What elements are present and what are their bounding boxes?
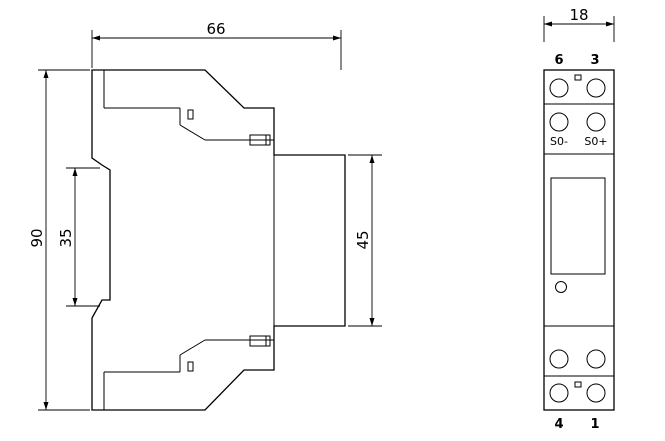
terminal-upper-left-screw bbox=[549, 349, 569, 369]
s0-plus-label: S0+ bbox=[584, 135, 607, 148]
terminal-s0-minus-screw bbox=[549, 112, 569, 132]
front-width-label: 18 bbox=[569, 6, 588, 24]
bottom-latch-slot bbox=[249, 335, 271, 347]
terminal-3-label: 3 bbox=[590, 53, 599, 68]
dimension-side-height: 90 bbox=[28, 69, 90, 411]
side-view-outline bbox=[91, 69, 346, 411]
dimension-front-depth: 45 bbox=[348, 154, 382, 327]
dimension-rail-width: 35 bbox=[57, 167, 100, 307]
front-view-outline bbox=[543, 69, 615, 411]
s0-minus-label: S0- bbox=[550, 135, 568, 148]
dimension-side-width: 66 bbox=[91, 20, 342, 70]
terminal-6-screw bbox=[549, 78, 569, 98]
terminal-4-label: 4 bbox=[554, 417, 563, 432]
terminal-3-screw bbox=[586, 78, 606, 98]
terminal-1-label: 1 bbox=[590, 417, 599, 432]
terminal-6-label: 6 bbox=[554, 53, 563, 68]
front-view: 6 3 S0- S0+ 4 1 18 bbox=[543, 6, 615, 432]
dimension-front-width: 18 bbox=[543, 6, 615, 42]
side-view: 66 90 35 45 bbox=[28, 20, 382, 411]
top-latch-slot bbox=[249, 134, 271, 146]
side-height-label: 90 bbox=[28, 228, 46, 247]
terminal-s0-plus-screw bbox=[586, 112, 606, 132]
rail-width-label: 35 bbox=[57, 228, 75, 247]
display-window bbox=[550, 177, 606, 275]
terminal-4-screw bbox=[549, 383, 569, 403]
led-indicator bbox=[555, 281, 567, 293]
terminal-upper-right-screw bbox=[586, 349, 606, 369]
terminal-1-screw bbox=[586, 383, 606, 403]
side-width-label: 66 bbox=[206, 20, 225, 38]
front-depth-label: 45 bbox=[354, 230, 372, 249]
